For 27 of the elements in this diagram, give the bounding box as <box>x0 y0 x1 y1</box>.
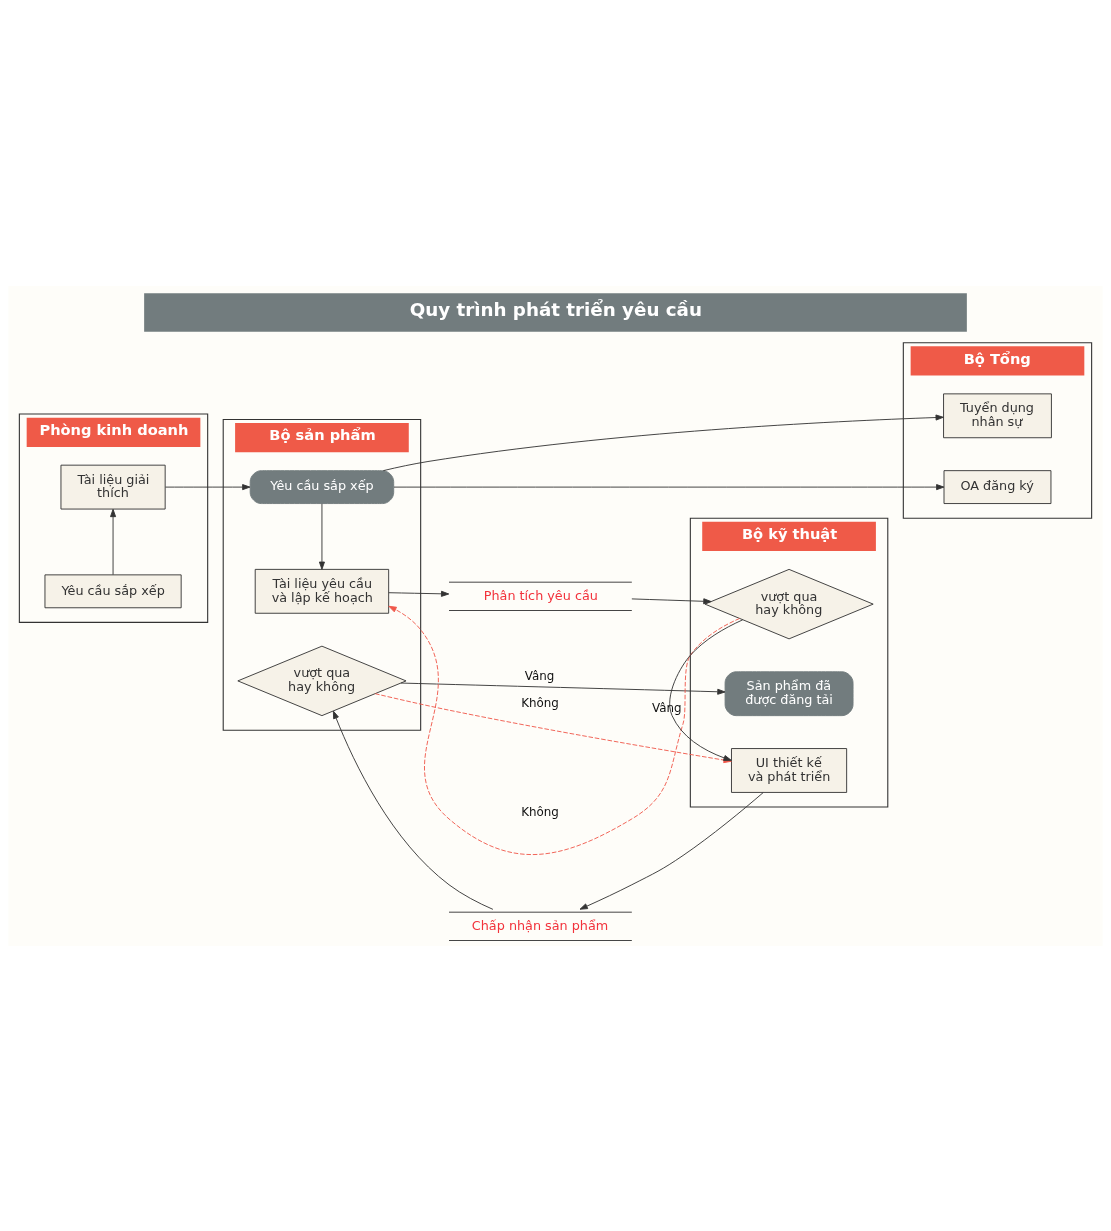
arrow <box>110 508 117 575</box>
node-box: Yêu cầu sắp xếp <box>249 469 395 504</box>
node-box: Tài liệu giải thích <box>60 464 166 509</box>
arrow <box>400 682 726 695</box>
edge-label: Không <box>521 804 559 819</box>
arrow <box>631 597 712 604</box>
node-text: Phân tích yêu cầu <box>483 587 598 603</box>
arrow <box>332 710 494 910</box>
arrow <box>388 590 450 597</box>
diagram-title: Quy trình phát triển yêu cầu <box>409 298 702 320</box>
node-box: OA đăng ký <box>943 469 1052 504</box>
edge-label: Vâng <box>524 668 555 683</box>
arrow <box>388 605 740 855</box>
node-box: UI thiết kế và phát triển <box>731 747 848 793</box>
arrow <box>382 414 944 471</box>
node-diamond: vượt qua hay không <box>237 645 407 716</box>
node-box: Tài liệu yêu cầu và lập kế hoạch <box>254 568 390 614</box>
arrow <box>318 502 325 570</box>
arrow <box>579 791 764 910</box>
arrow <box>164 483 251 490</box>
node-box: Yêu cầu sắp xếp <box>44 573 182 608</box>
edge-label: Vâng <box>651 700 682 715</box>
arrow <box>393 483 945 490</box>
edge-label: Không <box>521 695 559 710</box>
node-box: Sản phẩm đã được đăng tải <box>724 670 854 716</box>
node-text: Chấp nhận sản phẩm <box>471 917 609 933</box>
node-box: Tuyển dụng nhân sự <box>943 392 1052 438</box>
